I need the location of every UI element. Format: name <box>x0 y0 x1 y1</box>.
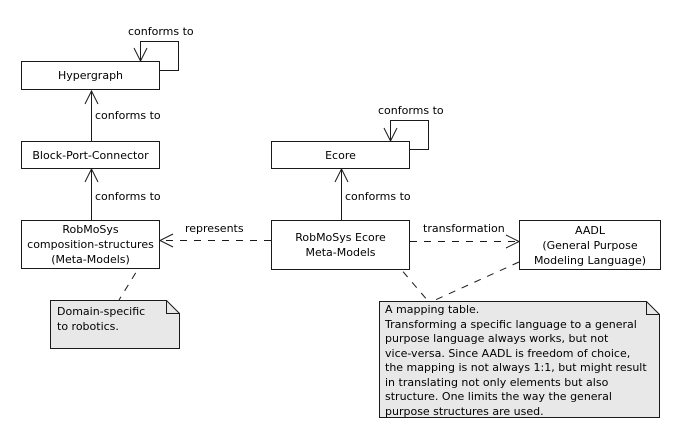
hypergraph-box <box>21 61 160 90</box>
mapping-note-connector-left <box>393 260 429 302</box>
robmosys-composition-label: RobMoSys composition-structures (Meta-Mo… <box>21 220 160 269</box>
domain-note-line1: Domain-specific <box>57 305 146 318</box>
transformation-label: transformation <box>423 222 505 235</box>
represents-label: represents <box>185 222 244 235</box>
mapping-note-line: Transforming a specific language to a ge… <box>385 317 637 331</box>
robmosys-ecore-line2: Meta-Models <box>305 246 376 259</box>
hypergraph-self-loop-label: conforms to <box>128 25 194 38</box>
robmosys-ecore-box <box>271 220 410 270</box>
robmosys-ecore-to-ecore-label: conforms to <box>345 190 411 203</box>
aadl-box <box>519 220 661 270</box>
mapping-note-line: A mapping table. <box>385 303 480 316</box>
aadl-line3: Modeling Language) <box>533 253 647 267</box>
mapping-note-shape <box>379 301 660 418</box>
hypergraph-label: Hypergraph <box>57 69 124 82</box>
mapping-note-text: A mapping table. Transforming a specific… <box>379 301 660 419</box>
ecore-self-loop-label: conforms to <box>378 104 444 117</box>
mapping-note-line: purpose structures are used. <box>385 404 544 418</box>
represents-arrow <box>158 233 271 248</box>
robmosys-composition-line3: (Meta-Models) <box>51 253 130 266</box>
aadl-line2: (General Purpose <box>542 238 638 252</box>
robmosys-composition-line1: RobMoSys <box>62 223 119 236</box>
bpc-to-hypergraph-arrow <box>84 89 99 141</box>
domain-note-line2: to robotics. <box>57 320 119 333</box>
mapping-note-connector-right <box>432 261 520 302</box>
mapping-note-line: structure. One limits the way the genera… <box>385 390 612 403</box>
aadl-line1: AADL <box>575 223 605 237</box>
mapping-note-line: in translating not only elements but als… <box>385 375 609 389</box>
robmosys-composition-box <box>21 220 160 269</box>
mapping-note-line: vice-versa. Since AADL is freedom of cho… <box>385 346 631 360</box>
robmosys-ecore-label: RobMoSys Ecore Meta-Models <box>271 220 410 270</box>
ecore-label: Ecore <box>325 148 356 162</box>
robmosys-composition-line2: composition-structures <box>27 238 154 251</box>
mapping-note-line: the mapping is not always 1:1, but might… <box>385 361 647 374</box>
bpc-to-hypergraph-label: conforms to <box>95 109 161 122</box>
aadl-label: AADL (General Purpose Modeling Language) <box>519 220 661 270</box>
domain-note-shape <box>50 300 180 349</box>
block-port-connector-label: Block-Port-Connector <box>32 148 149 162</box>
mapping-note-line: purpose language always works, but not <box>385 332 609 345</box>
robmosys-ecore-line1: RobMoSys Ecore <box>295 231 386 244</box>
block-port-connector-box <box>21 141 160 169</box>
domain-note-text: Domain-specific to robotics. <box>50 300 180 334</box>
transformation-arrow <box>410 234 521 249</box>
ecore-box <box>271 141 410 169</box>
composition-to-bpc-label: conforms to <box>95 190 161 203</box>
